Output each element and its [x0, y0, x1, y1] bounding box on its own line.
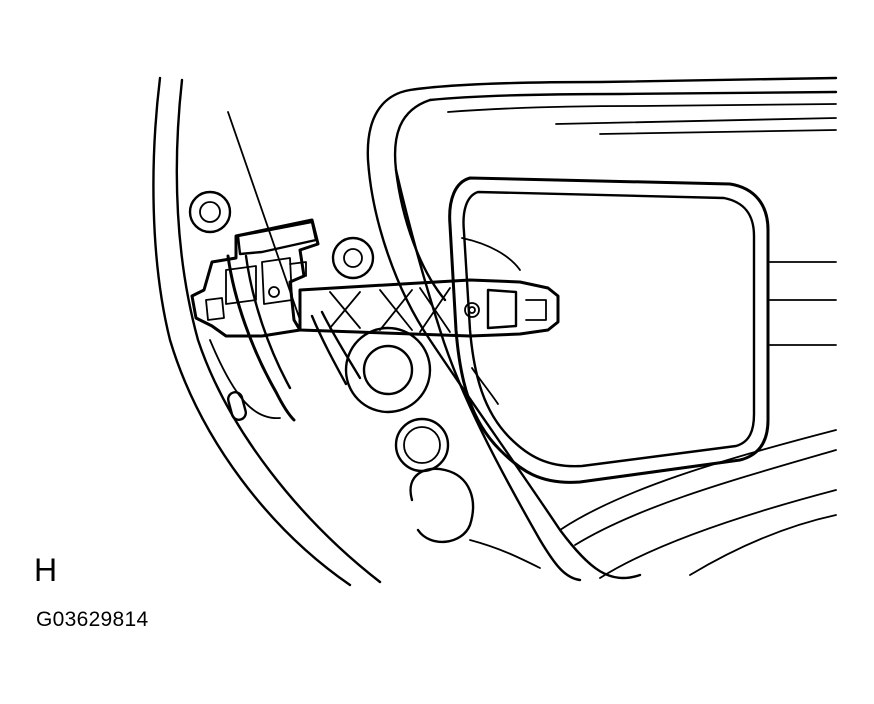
hole-upper-mid-outer	[331, 236, 375, 280]
figure-id: G03629814	[36, 608, 149, 631]
inner-panel-frame	[366, 76, 838, 580]
right-lower-curve-2	[574, 449, 837, 546]
right-panel-lines	[559, 261, 837, 579]
frame-top-edge	[408, 76, 838, 92]
lower-cutout-lobe	[409, 467, 475, 544]
handle-rib-4	[379, 289, 413, 331]
center-curves	[394, 168, 582, 582]
lower-cutout-curve	[469, 539, 541, 569]
hole-upper-left-outer	[188, 190, 232, 234]
door-handle-assembly	[190, 111, 560, 422]
handle-rib-2	[329, 291, 361, 329]
linkage-rod-lower	[310, 314, 348, 386]
bracket-inner-3	[205, 297, 225, 321]
bracket-screw	[268, 286, 280, 298]
linkage-rod-diag	[227, 111, 301, 321]
door-inner-edge	[175, 78, 382, 584]
frame-top-edge-2	[428, 90, 838, 102]
hole-upper-mid-inner	[343, 248, 363, 268]
center-curve-2	[461, 237, 521, 271]
right-lower-curve-4	[689, 514, 837, 576]
window-outer	[448, 176, 770, 484]
hole-center-outer	[344, 326, 432, 414]
bracket-inner-2	[261, 257, 293, 305]
door-outer-edge	[152, 76, 352, 587]
handle-body	[298, 278, 560, 338]
right-lower-curve-1	[559, 429, 837, 531]
frame-top-edge-3	[447, 103, 837, 113]
hole-upper-left-inner	[199, 201, 221, 223]
bracket-top-block	[236, 220, 318, 256]
door-panel-outline	[152, 76, 382, 587]
frame-top-edge-4	[555, 117, 837, 125]
handle-bolt	[464, 302, 480, 318]
hole-lower-inner	[403, 426, 441, 464]
handle-bolt-center	[468, 306, 476, 314]
slot-left	[226, 391, 248, 421]
bracket-housing	[190, 218, 320, 338]
window-inner	[462, 190, 756, 468]
bracket-tab	[289, 261, 307, 277]
linkage-rod-lower-2	[320, 310, 362, 380]
hole-center-inner	[362, 344, 414, 396]
frame-top-edge-5	[599, 129, 837, 135]
handle-end-cap	[486, 288, 518, 330]
access-window	[448, 176, 770, 484]
right-lower-curve-3	[599, 489, 837, 579]
center-curve-1	[394, 168, 582, 582]
frame-outer-contour	[366, 88, 642, 580]
handle-rib-6	[419, 287, 451, 333]
panel-holes	[188, 190, 450, 473]
door-trim-line	[209, 339, 281, 419]
lower-cutouts	[409, 467, 541, 569]
linkage-rod-curve	[226, 254, 296, 422]
handle-end-slot	[525, 299, 547, 321]
center-curve-3	[471, 367, 499, 405]
view-label: H	[34, 552, 58, 588]
linkage-rod-curve-2	[244, 254, 292, 390]
